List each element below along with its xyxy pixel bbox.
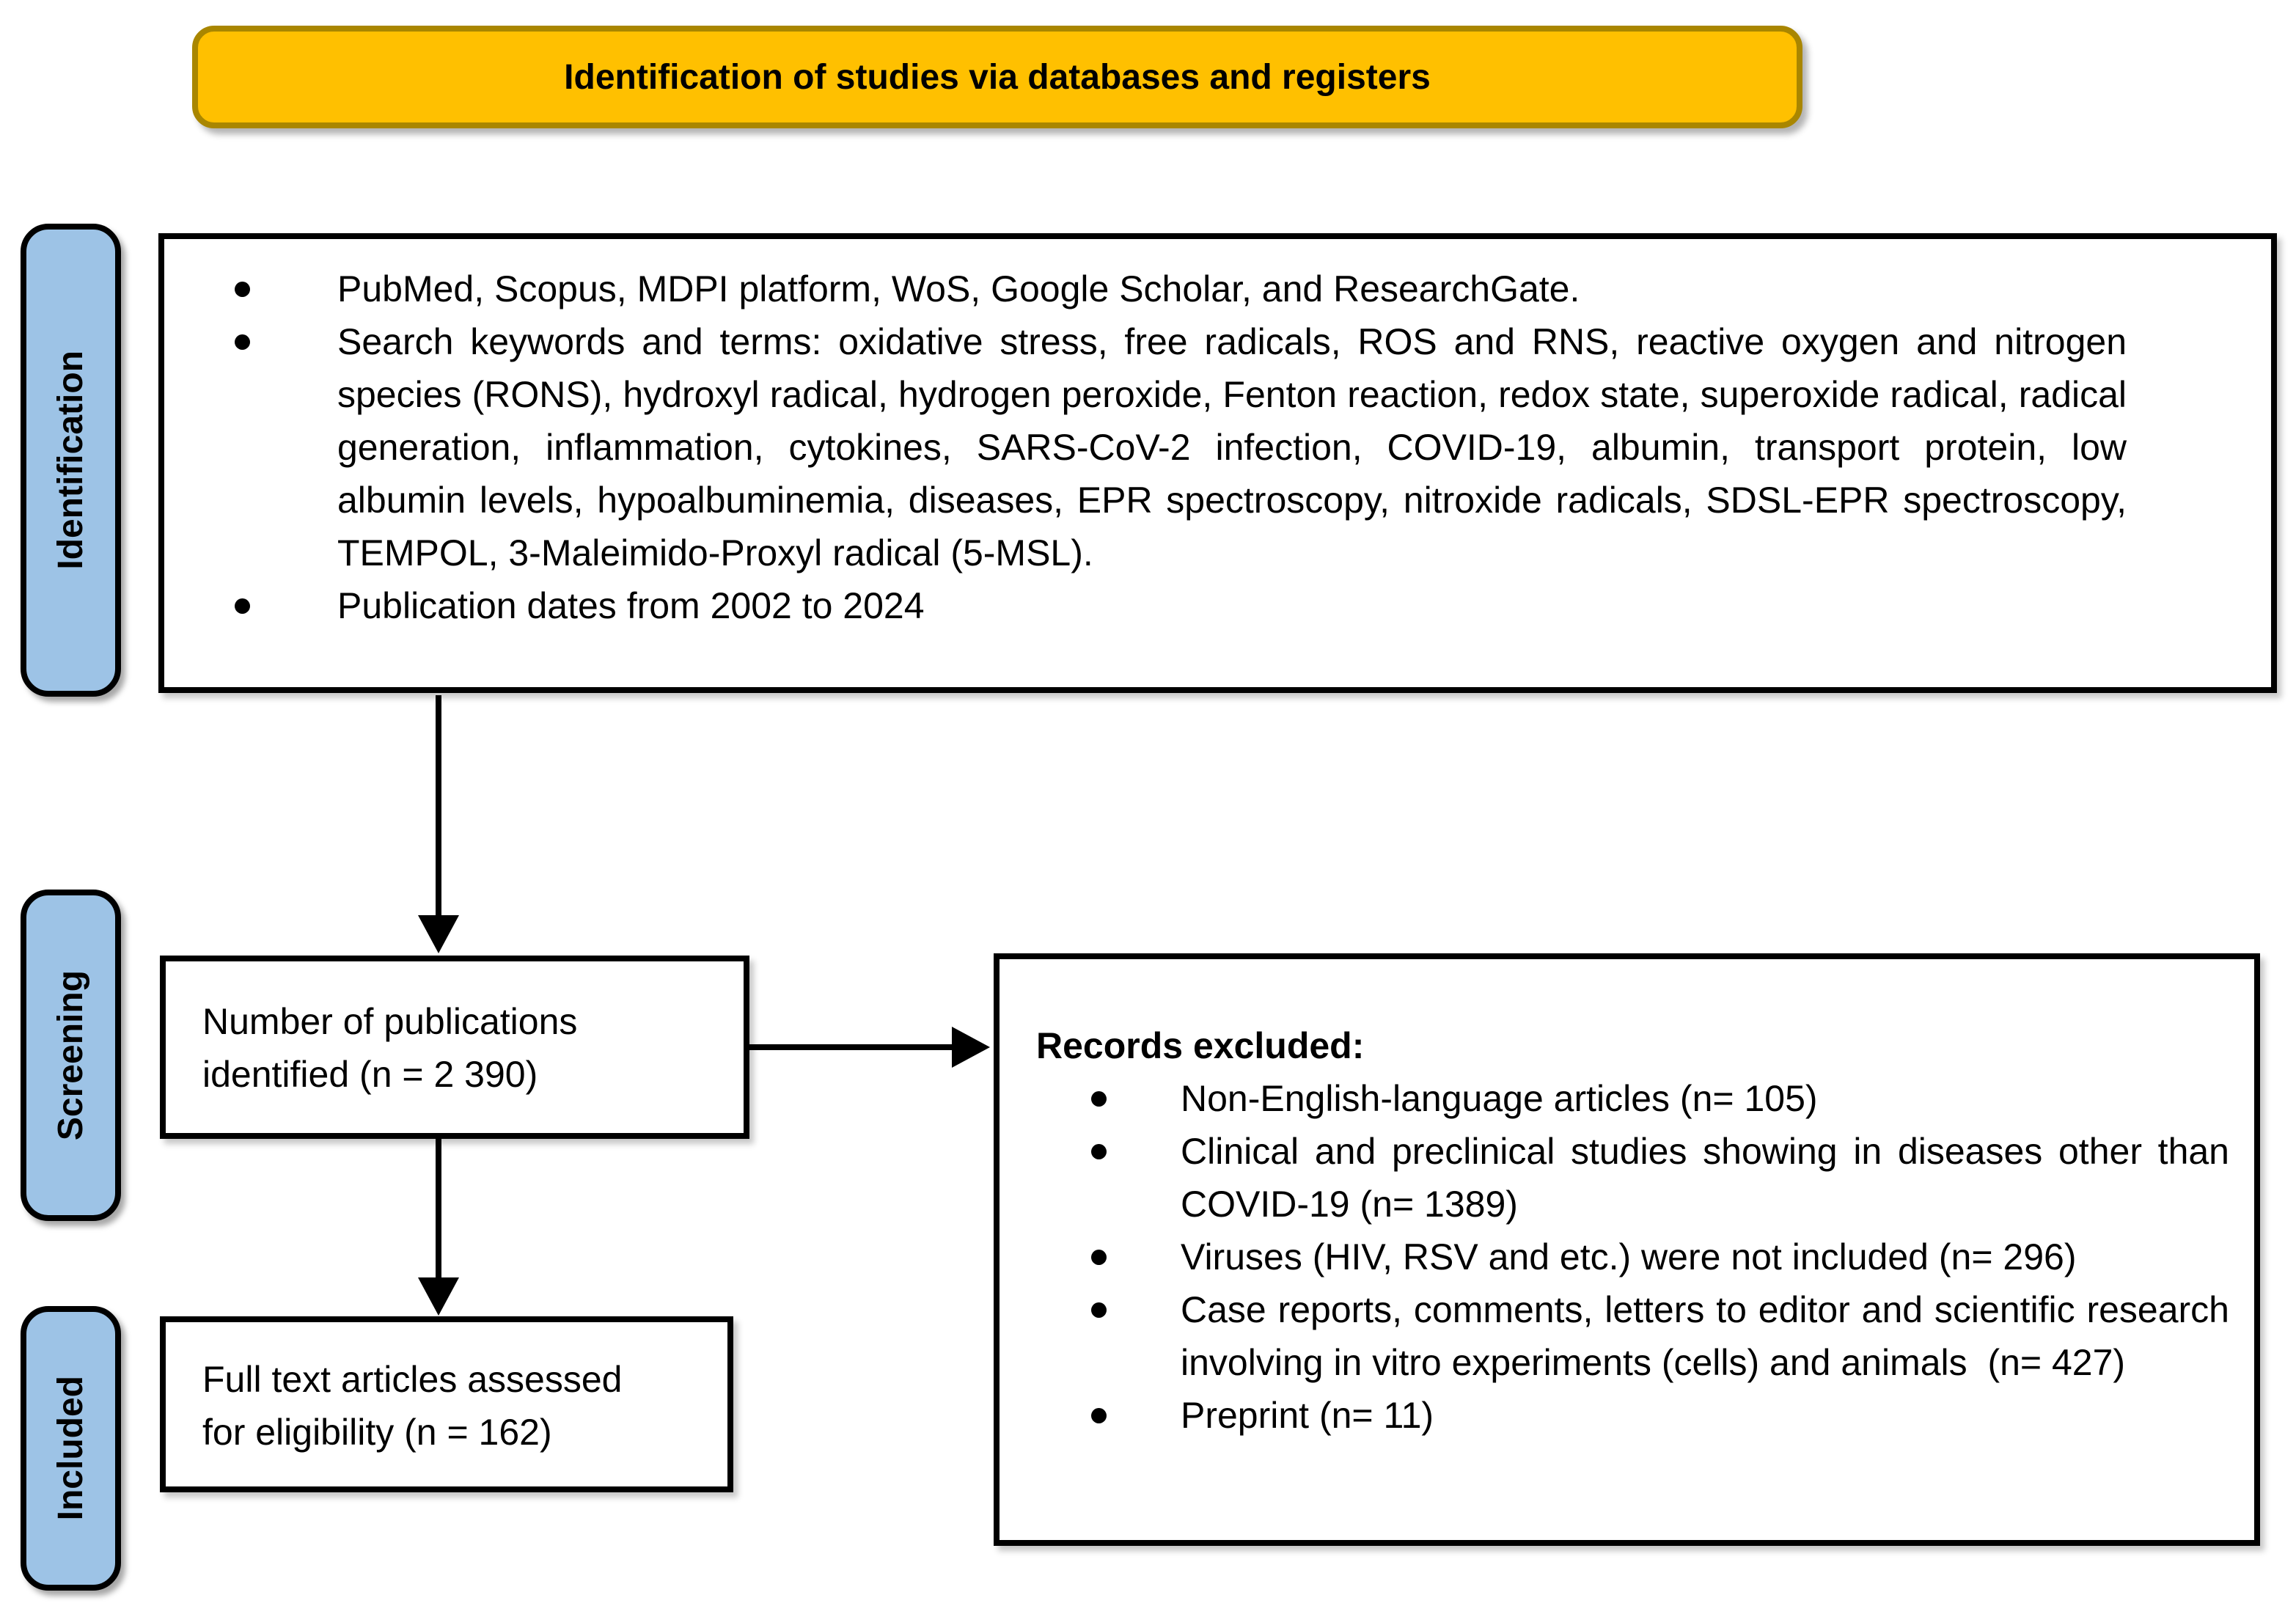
bullet-icon [1091,1250,1107,1265]
identification-bullet-list: PubMed, Scopus, MDPI platform, WoS, Goog… [164,263,2271,632]
publications-identified-text: Number of publications identified (n = 2… [202,1001,578,1095]
arrow-identification-to-screening-line [436,695,441,917]
bullet-text: Preprint (n= 11) [1181,1395,1434,1436]
bullet-icon [1091,1302,1107,1318]
list-item: Case reports, comments, letters to edito… [1000,1283,2254,1389]
publications-identified-box: Number of publications identified (n = 2… [160,956,749,1139]
bullet-icon [235,334,250,350]
arrow-down-icon [418,1277,459,1316]
arrow-right-icon [952,1027,990,1068]
header-title: Identification of studies via databases … [564,57,1431,97]
bullet-icon [1091,1144,1107,1159]
stage-label-screening: Screening [21,890,121,1221]
list-item: Preprint (n= 11) [1000,1389,2254,1442]
bullet-text: Publication dates from 2002 to 2024 [337,585,925,626]
header-banner: Identification of studies via databases … [192,26,1802,128]
stage-screening-text: Screening [51,969,90,1141]
stage-identification-text: Identification [51,351,90,570]
stage-label-included: Included [21,1306,121,1591]
stage-label-identification: Identification [21,224,121,697]
bullet-text: Clinical and preclinical studies showing… [1181,1131,2240,1225]
arrow-screening-to-excluded-line [749,1044,953,1050]
list-item: Viruses (HIV, RSV and etc.) were not inc… [1000,1231,2254,1283]
records-excluded-title: Records excluded: [1036,1025,1365,1066]
bullet-text: Case reports, comments, letters to edito… [1181,1289,2240,1383]
records-excluded-box: Records excluded: Non-English-language a… [994,953,2260,1546]
bullet-text: Search keywords and terms: oxidative str… [337,321,2137,573]
bullet-icon [235,598,250,614]
fulltext-assessed-text: Full text articles assessed for eligibil… [202,1359,623,1453]
arrow-down-icon [418,915,459,953]
bullet-text: Viruses (HIV, RSV and etc.) were not inc… [1181,1236,2077,1277]
bullet-icon [235,282,250,297]
bullet-text: PubMed, Scopus, MDPI platform, WoS, Goog… [337,268,1580,309]
identification-sources-box: PubMed, Scopus, MDPI platform, WoS, Goog… [158,233,2277,693]
list-item: Non-English-language articles (n= 105) [1000,1072,2254,1125]
list-item: Clinical and preclinical studies showing… [1000,1125,2254,1231]
list-item: Search keywords and terms: oxidative str… [164,315,2271,579]
stage-included-text: Included [51,1376,90,1521]
bullet-text: Non-English-language articles (n= 105) [1181,1078,1818,1119]
fulltext-assessed-box: Full text articles assessed for eligibil… [160,1316,733,1492]
records-excluded-bullet-list: Non-English-language articles (n= 105) C… [1000,1072,2254,1442]
arrow-screening-to-included-line [436,1139,441,1280]
list-item: PubMed, Scopus, MDPI platform, WoS, Goog… [164,263,2271,315]
bullet-icon [1091,1408,1107,1423]
list-item: Publication dates from 2002 to 2024 [164,579,2271,632]
bullet-icon [1091,1091,1107,1107]
